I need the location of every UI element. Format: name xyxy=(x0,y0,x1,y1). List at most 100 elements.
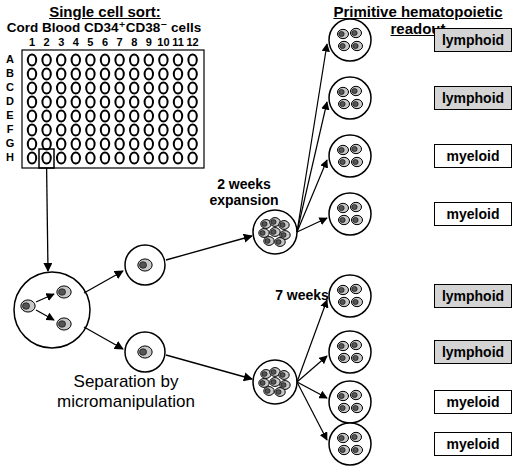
cell-nucleus xyxy=(352,204,357,209)
division-arrow xyxy=(36,310,54,320)
cell-nucleus xyxy=(271,370,276,375)
cell xyxy=(350,202,361,211)
single-cell-well xyxy=(125,332,165,372)
plate-well xyxy=(188,96,196,107)
cell xyxy=(350,28,361,37)
expanded-well xyxy=(253,360,297,404)
division-circle xyxy=(14,272,90,348)
text-label: D xyxy=(2,95,18,108)
text-label: 4 xyxy=(66,36,86,49)
readout-well xyxy=(329,331,371,373)
plate-well xyxy=(159,82,167,93)
plate-well xyxy=(159,96,167,107)
cell-nucleus xyxy=(280,223,285,228)
plate-well xyxy=(145,96,153,107)
text-label: E xyxy=(2,109,18,122)
cell-nucleus xyxy=(260,381,265,386)
plate-well xyxy=(188,110,196,121)
text-label: 1 xyxy=(22,36,42,49)
plate-well xyxy=(145,54,153,65)
cell-nucleus xyxy=(260,231,265,236)
plate-well xyxy=(145,68,153,79)
readout-box: lymphoid xyxy=(434,284,512,308)
cell-nucleus xyxy=(339,89,344,94)
cell-nucleus xyxy=(276,240,281,245)
plate-well xyxy=(115,152,123,163)
text-label: 7 xyxy=(110,36,130,49)
well-arrow xyxy=(47,168,48,271)
cell xyxy=(351,215,362,224)
readout-box: lymphoid xyxy=(434,340,512,364)
plate-well xyxy=(159,138,167,149)
text-label: H xyxy=(2,151,18,164)
cell xyxy=(337,87,348,96)
box-text: lymphoid xyxy=(442,288,504,304)
cell-nucleus xyxy=(353,101,358,106)
cell-nucleus xyxy=(352,30,357,35)
cell xyxy=(338,353,349,362)
plate-well xyxy=(174,54,182,65)
readout-arrow xyxy=(297,356,327,382)
plate-well xyxy=(86,54,94,65)
cell-nucleus xyxy=(340,101,345,106)
cell xyxy=(351,403,362,412)
plate-well xyxy=(101,82,109,93)
plate-well xyxy=(28,138,36,149)
text-label: 3 xyxy=(51,36,71,49)
cell-nucleus xyxy=(339,343,344,348)
plate-well xyxy=(145,152,153,163)
cell-nucleus xyxy=(340,405,345,410)
cell xyxy=(337,341,348,350)
cell-nucleus xyxy=(352,434,357,439)
readout-box: myeloid xyxy=(434,202,512,226)
cell xyxy=(338,215,349,224)
plate-well xyxy=(72,96,80,107)
plate-well xyxy=(28,110,36,121)
plate-well xyxy=(72,152,80,163)
plate-well xyxy=(188,138,196,149)
plate-well xyxy=(174,68,182,79)
text-label: A xyxy=(2,53,18,66)
readout-well xyxy=(329,381,371,423)
expansion-arrow xyxy=(166,236,252,260)
plate-well xyxy=(28,152,36,163)
plate-well xyxy=(86,110,94,121)
cell xyxy=(270,228,280,237)
plate-well xyxy=(57,54,65,65)
cell-nucleus xyxy=(262,222,267,227)
cell-nucleus xyxy=(352,286,357,291)
box-text: lymphoid xyxy=(442,90,504,106)
expansion-arrow xyxy=(166,355,252,379)
cell-nucleus xyxy=(339,393,344,398)
plate-well xyxy=(145,82,153,93)
cell-nucleus xyxy=(271,230,276,235)
cell-nucleus xyxy=(353,355,358,360)
cell xyxy=(350,284,361,293)
plate-well xyxy=(130,96,138,107)
text-label: 7 weeks xyxy=(262,287,342,303)
cell-nucleus xyxy=(59,321,66,328)
plate-well xyxy=(28,68,36,79)
cell-nucleus xyxy=(353,447,358,452)
plate-well xyxy=(72,68,80,79)
cell xyxy=(338,99,349,108)
cell-nucleus xyxy=(23,303,30,310)
readout-box: myeloid xyxy=(434,390,512,414)
plate-well xyxy=(130,54,138,65)
cell xyxy=(279,221,289,230)
plate-well xyxy=(174,152,182,163)
text-label: 2 weeks expansion xyxy=(196,176,292,208)
division-arrow xyxy=(36,294,54,302)
readout-well xyxy=(329,77,371,119)
cell xyxy=(338,297,349,306)
separation-arrow xyxy=(84,271,123,293)
readout-arrow xyxy=(297,382,327,440)
plate-well xyxy=(28,96,36,107)
selected-well xyxy=(39,149,54,168)
plate-well xyxy=(72,138,80,149)
cell xyxy=(351,297,362,306)
cell-nucleus xyxy=(339,205,344,210)
single-cell-well xyxy=(125,245,165,285)
plate-well xyxy=(72,124,80,135)
plate-well xyxy=(174,110,182,121)
